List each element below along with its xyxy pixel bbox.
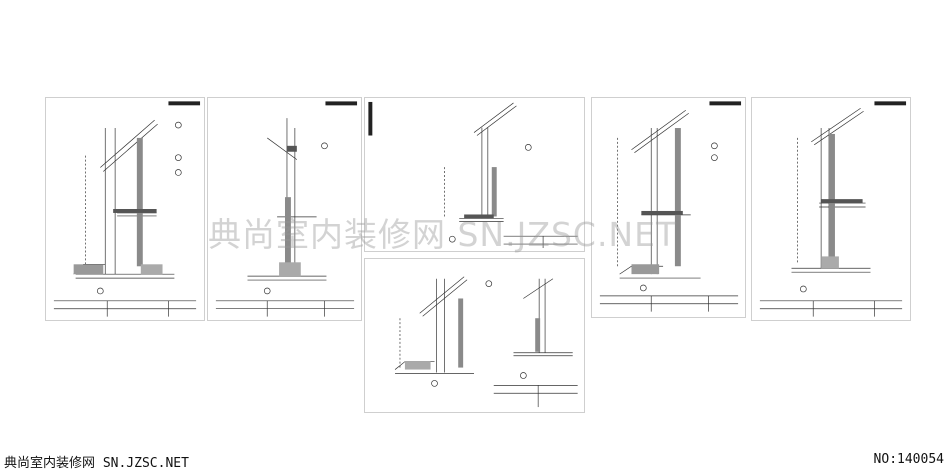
section-detail-drawing (394, 276, 578, 408)
footer-drawing-id: NO:140054 (873, 452, 944, 467)
drawing-sheet-3 (364, 97, 585, 252)
section-detail-drawing (599, 101, 742, 312)
drawing-sheet-2 (207, 97, 362, 321)
drawing-sheet-5 (591, 97, 746, 318)
drawing-sheet-4 (364, 258, 585, 413)
footer-site-name: 典尚室内装修网 SN.JZSC.NET (4, 456, 189, 471)
section-detail-drawing (215, 101, 358, 317)
section-detail-drawing (759, 101, 907, 317)
drawing-sheet-1 (45, 97, 205, 321)
drawing-sheet-6 (751, 97, 911, 321)
section-detail-drawing (368, 101, 578, 249)
section-detail-drawing (53, 101, 201, 317)
